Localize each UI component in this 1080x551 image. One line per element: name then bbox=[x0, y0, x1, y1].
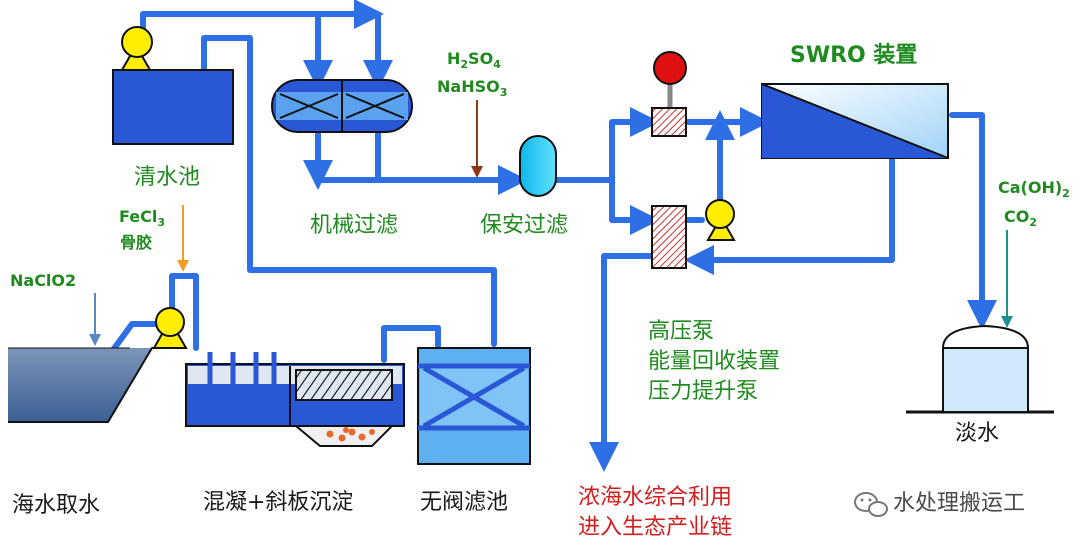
label-security-filter: 保安过滤 bbox=[480, 213, 568, 238]
energy-recovery-device bbox=[651, 205, 687, 269]
label-nahso3: NaHSO3 bbox=[437, 77, 507, 99]
label-brine-use: 浓海水综合利用 bbox=[578, 485, 732, 510]
label-valveless-filter: 无阀滤池 bbox=[420, 490, 508, 515]
label-fresh-water: 淡水 bbox=[955, 421, 999, 446]
pipe-coag-to-valveless bbox=[381, 325, 441, 363]
pipe-to-hp-pump bbox=[609, 107, 660, 183]
pipe-intake-pump-out bbox=[169, 273, 199, 351]
high-pressure-pump bbox=[651, 51, 687, 137]
valveless-filter bbox=[417, 347, 531, 465]
pipe-brine-discharge bbox=[589, 253, 655, 472]
pipe-permeate bbox=[949, 112, 997, 330]
label-high-pressure-pump: 高压泵 bbox=[648, 319, 714, 344]
label-coagulation: 混凝+斜板沉淀 bbox=[203, 490, 353, 515]
watermark-text: 水处理搬运工 bbox=[893, 491, 1025, 516]
fresh-water-tank bbox=[906, 324, 1054, 414]
label-fecl3: FeCl3 bbox=[119, 207, 165, 229]
pool-pump bbox=[120, 26, 153, 71]
mechanical-filter bbox=[271, 79, 413, 133]
booster-pump bbox=[705, 199, 736, 241]
intake-pump bbox=[152, 307, 188, 349]
label-caoh2: Ca(OH)2 bbox=[998, 178, 1070, 200]
label-gelatin: 骨胶 bbox=[120, 233, 152, 252]
watermark: 水处理搬运工 bbox=[854, 491, 1025, 517]
label-booster-pump: 压力提升泵 bbox=[648, 379, 758, 404]
security-filter bbox=[519, 135, 557, 197]
pipe-pool-to-valveless bbox=[201, 35, 497, 347]
label-naclo2: NaClO2 bbox=[10, 271, 76, 290]
label-clear-water-pool: 清水池 bbox=[134, 165, 200, 190]
pipe-to-erd bbox=[609, 177, 660, 235]
sea-intake-basin bbox=[8, 347, 186, 423]
swro-module bbox=[761, 83, 949, 159]
pipe-brine-return bbox=[684, 155, 895, 275]
label-brine-chain: 进入生态产业链 bbox=[578, 515, 732, 540]
label-mechanical-filter: 机械过滤 bbox=[310, 213, 398, 238]
label-h2so4: H2SO4 bbox=[447, 49, 501, 71]
label-co2: CO2 bbox=[1004, 207, 1037, 229]
label-intake: 海水取水 bbox=[12, 493, 100, 518]
coagulation-settler bbox=[185, 352, 405, 447]
pipe-pool-to-filter bbox=[140, 0, 384, 45]
label-swro-device: SWRO 装置 bbox=[790, 43, 917, 68]
label-energy-recovery: 能量回收装置 bbox=[648, 349, 780, 374]
clear-water-pool bbox=[112, 69, 234, 145]
wechat-icon bbox=[854, 492, 888, 517]
